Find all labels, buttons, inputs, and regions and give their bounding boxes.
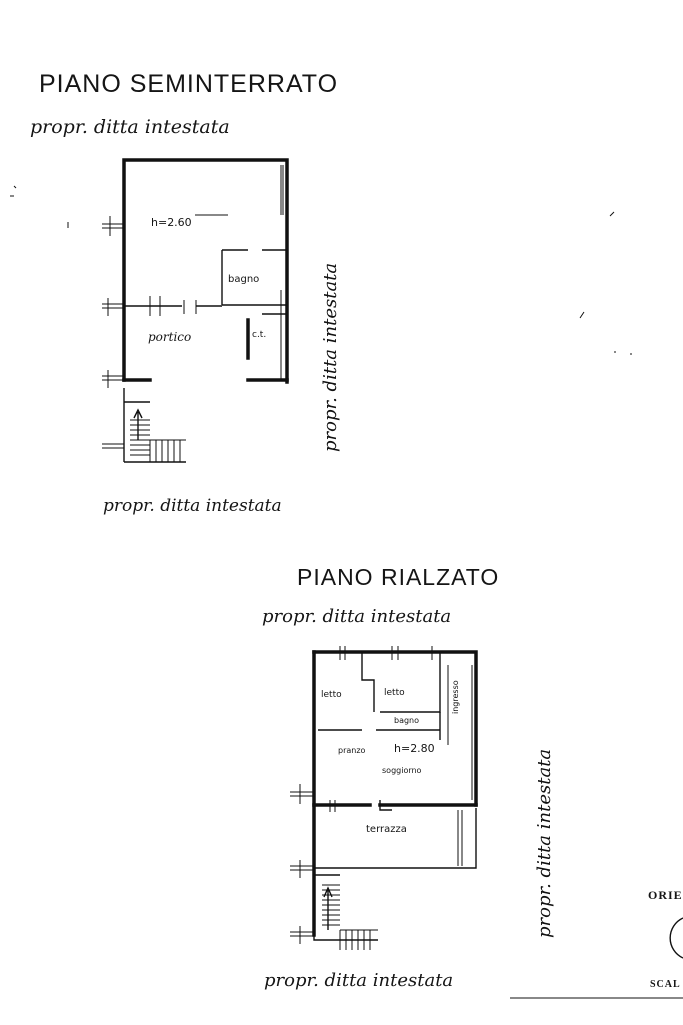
orientation-label: ORIE (648, 888, 683, 902)
floor1-bath-label: bagno (228, 274, 260, 285)
floor2-title: PIANO RIALZATO (297, 564, 500, 590)
floor1-plan (102, 158, 289, 463)
floor2-height-label: h=2.80 (394, 742, 435, 755)
floor1-porch-label: portico (148, 330, 192, 344)
compass-rose (669, 917, 683, 959)
floor2-bedroom-divider (361, 652, 375, 712)
floor2-terrace-label: terrazza (366, 824, 407, 835)
floor2-plan (290, 646, 478, 950)
floor2-dining-label: pranzo (338, 746, 366, 755)
floor2-entrance-label: ingresso (451, 680, 460, 714)
scale-label: SCAL (650, 979, 681, 990)
floor2-owner-bottom: propr. ditta intestata (264, 970, 454, 991)
floor1-ct-label: c.t. (252, 330, 267, 340)
floor1-height-label: h=2.60 (151, 216, 192, 229)
floor1-title: PIANO SEMINTERRATO (39, 70, 339, 98)
floor2-living-label: soggiorno (382, 766, 422, 775)
floor2-bed2-label: letto (384, 688, 405, 698)
floor2-terrace (314, 808, 477, 869)
floor1-bath-wall (221, 249, 287, 305)
floor2-owner-right: propr. ditta intestata (534, 748, 555, 938)
floor1-owner-bottom: propr. ditta intestata (103, 496, 282, 516)
floor2-bath-label: bagno (394, 716, 420, 725)
floor2-bed1-label: letto (321, 690, 342, 700)
floor1-owner-top: propr. ditta intestata (30, 116, 230, 138)
floor2-stair (313, 874, 378, 950)
floor2-outer-wall (312, 650, 478, 807)
floor1-outer-wall (122, 158, 289, 384)
floor1-owner-right: propr. ditta intestata (320, 262, 341, 452)
floor2-owner-top: propr. ditta intestata (262, 606, 452, 627)
floor1-stair (102, 388, 186, 463)
